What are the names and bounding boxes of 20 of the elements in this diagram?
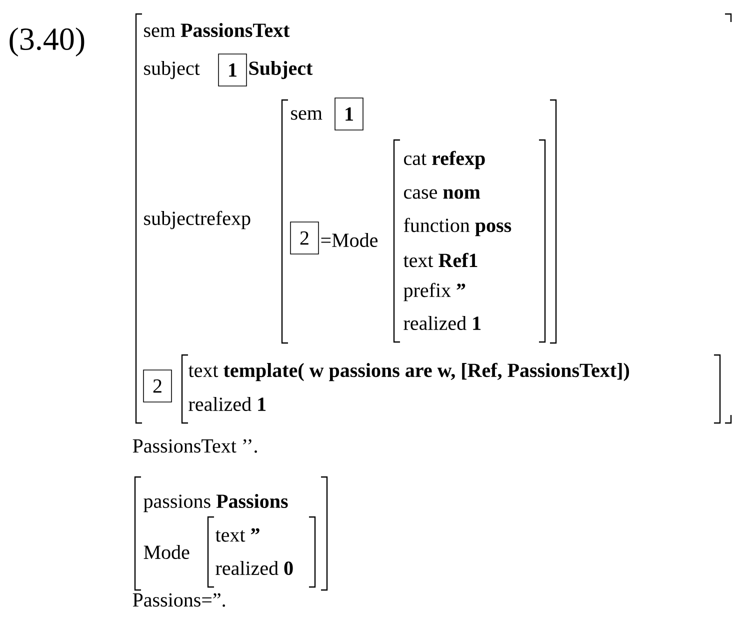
feature-text: subject [144,60,200,80]
feature-text: prefix ” [404,282,466,302]
feature-text: function poss [404,218,512,236]
tag-box: 2 [143,370,172,402]
example-number: (3.40) [10,27,84,56]
feature-text: realized 0 [216,560,293,576]
tag-box: 1 [218,54,247,86]
feature-text: text ” [215,528,260,542]
feature-text: Mode [144,544,190,560]
feature-text: realized 1 [404,316,481,330]
feature-text: passions Passions [144,494,288,512]
feature-value: Subject [249,60,313,80]
feature-text: text Ref1 [403,252,478,268]
tag-box: 1 [334,98,364,130]
value-text: PassionsText ’’. [132,439,257,453]
value-text: Passions=”. [132,593,226,607]
tag-box: 2 [290,222,319,254]
feature-text: sem [291,110,322,120]
feature-text: case nom [404,189,480,199]
feature-text: realized 1 [188,396,266,412]
